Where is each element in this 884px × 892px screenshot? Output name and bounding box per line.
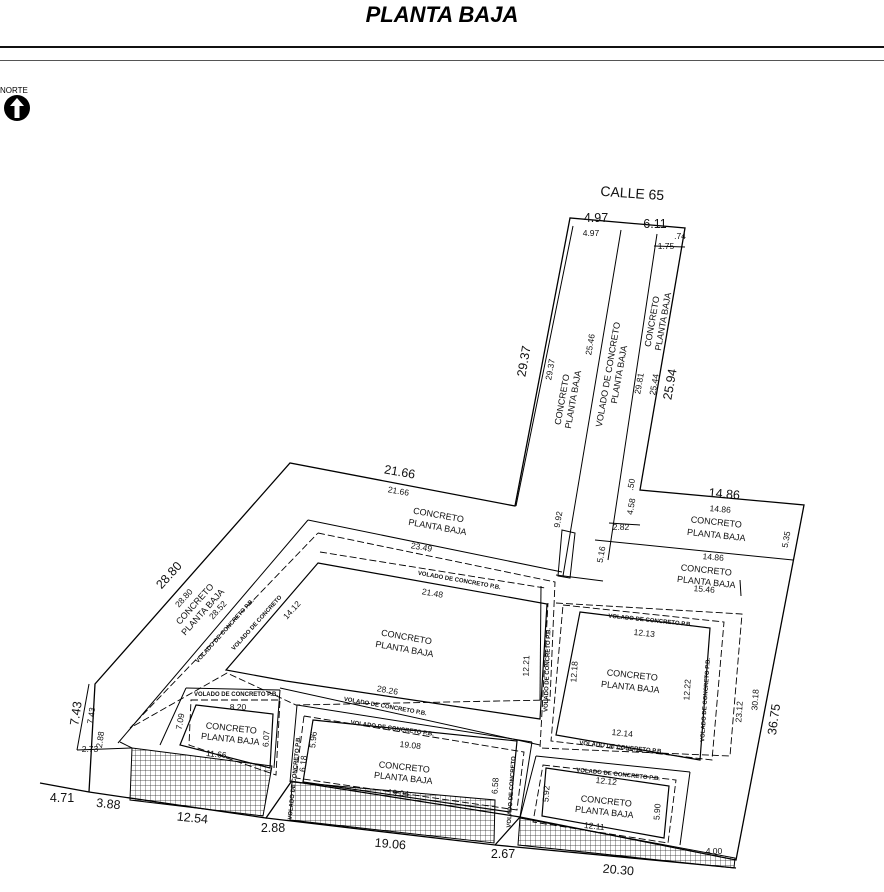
dim-23-49: 23.49 — [410, 540, 433, 554]
dim-6-11: 6.11 — [643, 217, 666, 231]
dim-4-71: 4.71 — [50, 791, 74, 805]
dim-5-90: 5.90 — [651, 803, 662, 820]
dim-14-86-outer: 14.86 — [708, 486, 740, 503]
label-volado-east-bottom: VOLADO DE CONCRETO P.B. — [579, 741, 664, 756]
dim-5-92: 5.92 — [540, 785, 551, 802]
dim-21-66-inner: 21.66 — [387, 484, 410, 498]
dim-21-66-outer: 21.66 — [383, 462, 416, 481]
dim-14-86-b: 14.86 — [702, 551, 724, 563]
dim-19-08: 19.08 — [399, 739, 421, 751]
title-rule-top — [0, 46, 884, 48]
dim-4-97-top: 4.97 — [584, 211, 608, 225]
dim-36-75: 36.75 — [765, 703, 783, 736]
street-label: CALLE 65 — [600, 183, 665, 203]
dimensions-left: 28.80 28.80 CONCRETO PLANTA BAJA 28.52 V… — [67, 559, 302, 754]
title-rule-bottom — [0, 60, 884, 61]
dimensions-top: 4.97 4.97 6.11 .74 1.75 29.37 29.37 25.4… — [514, 211, 686, 401]
label-volado-main-right: VOLADO DE CONCRETO P.B. — [544, 627, 553, 712]
dim-28-26: 28.26 — [376, 683, 399, 697]
dim-7-43-outer: 7.43 — [67, 700, 84, 726]
dim-15-46: 15.46 — [693, 583, 715, 595]
label-volado-east-top: VOLADO DE CONCRETO P.B. — [608, 614, 693, 629]
dim-29-37-outer: 29.37 — [514, 345, 533, 378]
dim-12-12: 12.12 — [595, 775, 617, 787]
dim-19-04: 19.04 — [387, 787, 409, 799]
dim-8-20: 8.20 — [230, 702, 247, 712]
label-volado-south-right: VOLADO DE CONCRETO — [507, 756, 518, 828]
dim-11-66: 11.66 — [206, 748, 228, 760]
dimensions-bottom: 4.71 3.88 12.54 2.88 19.06 2.67 20.30 4.… — [50, 791, 723, 878]
dim-14-86-inner: 14.86 — [709, 503, 731, 515]
outer-boundary — [39, 217, 805, 869]
dim-25-94: 25.94 — [660, 368, 679, 401]
dim-5-16: 5.16 — [595, 545, 608, 563]
dim-12-13: 12.13 — [633, 627, 655, 639]
label-volado-se-top: VOLADO DE CONCRETO P.B. — [576, 768, 661, 783]
dim-6-58: 6.58 — [489, 777, 500, 794]
dim-5-35: 5.35 — [780, 530, 793, 548]
dim-2-73: 2.73 — [82, 744, 99, 754]
dim-23-12: 23.12 — [733, 701, 744, 723]
dim-19-06: 19.06 — [374, 836, 406, 853]
north-label: NORTE — [0, 86, 28, 95]
dim-30-18: 30.18 — [749, 689, 760, 711]
dim-3-88: 3.88 — [96, 796, 122, 812]
label-volado-west-top: VOLADO DE CONCRETO P.B. — [194, 692, 278, 698]
dim-25-46: 25.46 — [583, 333, 597, 356]
dim-29-37-inner: 29.37 — [543, 358, 557, 381]
dim-9-92: 9.92 — [552, 510, 565, 528]
dim-29-81: 29.81 — [632, 372, 646, 395]
dim-12-21: 12.21 — [521, 655, 532, 677]
dim-74: .74 — [674, 231, 686, 241]
main-room: 23.49 VOLADO DE CONCRETO P.B. 21.48 CONC… — [343, 540, 552, 717]
southeast-room: VOLADO DE CONCRETO P.B. 12.12 5.92 CONCR… — [540, 768, 662, 832]
dim-4-58: 4.58 — [625, 497, 638, 515]
dim-5-96: 5.96 — [307, 731, 319, 749]
hatched-strips — [129, 747, 736, 869]
label-volado-south-top: VOLADO DE CONCRETO P.B. — [350, 720, 434, 738]
dim-12-18: 12.18 — [568, 661, 579, 683]
dim-12-14: 12.14 — [611, 727, 633, 739]
label-volado-left-inner: VOLADO DE CONCRETO — [231, 594, 284, 651]
dim-7-43-inner: 7.43 — [85, 706, 97, 724]
dim-2-67: 2.67 — [491, 847, 515, 861]
dim-6-07: 6.07 — [260, 730, 271, 747]
dim-2-82: 2.82 — [613, 522, 630, 532]
dim-12-54: 12.54 — [176, 809, 209, 826]
dim-50: .50 — [625, 478, 637, 492]
dim-20-30: 20.30 — [602, 862, 634, 879]
dim-12-22: 12.22 — [681, 679, 692, 701]
dim-2-88-a: 2.88 — [94, 730, 106, 748]
dim-2-88-b: 2.88 — [261, 821, 285, 835]
page-title: PLANTA BAJA — [365, 2, 519, 27]
dim-4-97-in: 4.97 — [583, 228, 600, 238]
dim-12-11: 12.11 — [584, 820, 606, 832]
west-room: VOLADO DE CONCRETO P.B. 8.20 7.09 CONCRE… — [174, 692, 279, 760]
internal-lines — [76, 225, 794, 846]
dim-1-75: 1.75 — [658, 241, 675, 251]
strip-labels: CONCRETO PLANTA BAJA VOLADO DE CONCRETO … — [553, 292, 673, 430]
north-arrow: NORTE — [0, 86, 40, 126]
dimensions-middle: 21.66 21.66 9.92 4.58 .50 2.82 5.16 14.8… — [383, 462, 792, 594]
dim-4-00: 4.00 — [706, 846, 723, 856]
dim-6-18: 6.18 — [297, 755, 309, 773]
room-outlines — [179, 562, 711, 839]
label-planta-baja-ne: PLANTA BAJA — [687, 527, 747, 543]
dim-21-48: 21.48 — [421, 586, 444, 600]
volado-outlines — [129, 532, 743, 844]
label-volado-east-right: VOLADO DE CONCRETO P.B. — [700, 657, 712, 742]
dim-7-09: 7.09 — [174, 712, 187, 730]
dim-25-44: 25.44 — [647, 373, 661, 396]
north-arrow-icon — [4, 95, 30, 121]
east-room: VOLADO DE CONCRETO P.B. 12.13 12.18 CONC… — [568, 614, 783, 756]
